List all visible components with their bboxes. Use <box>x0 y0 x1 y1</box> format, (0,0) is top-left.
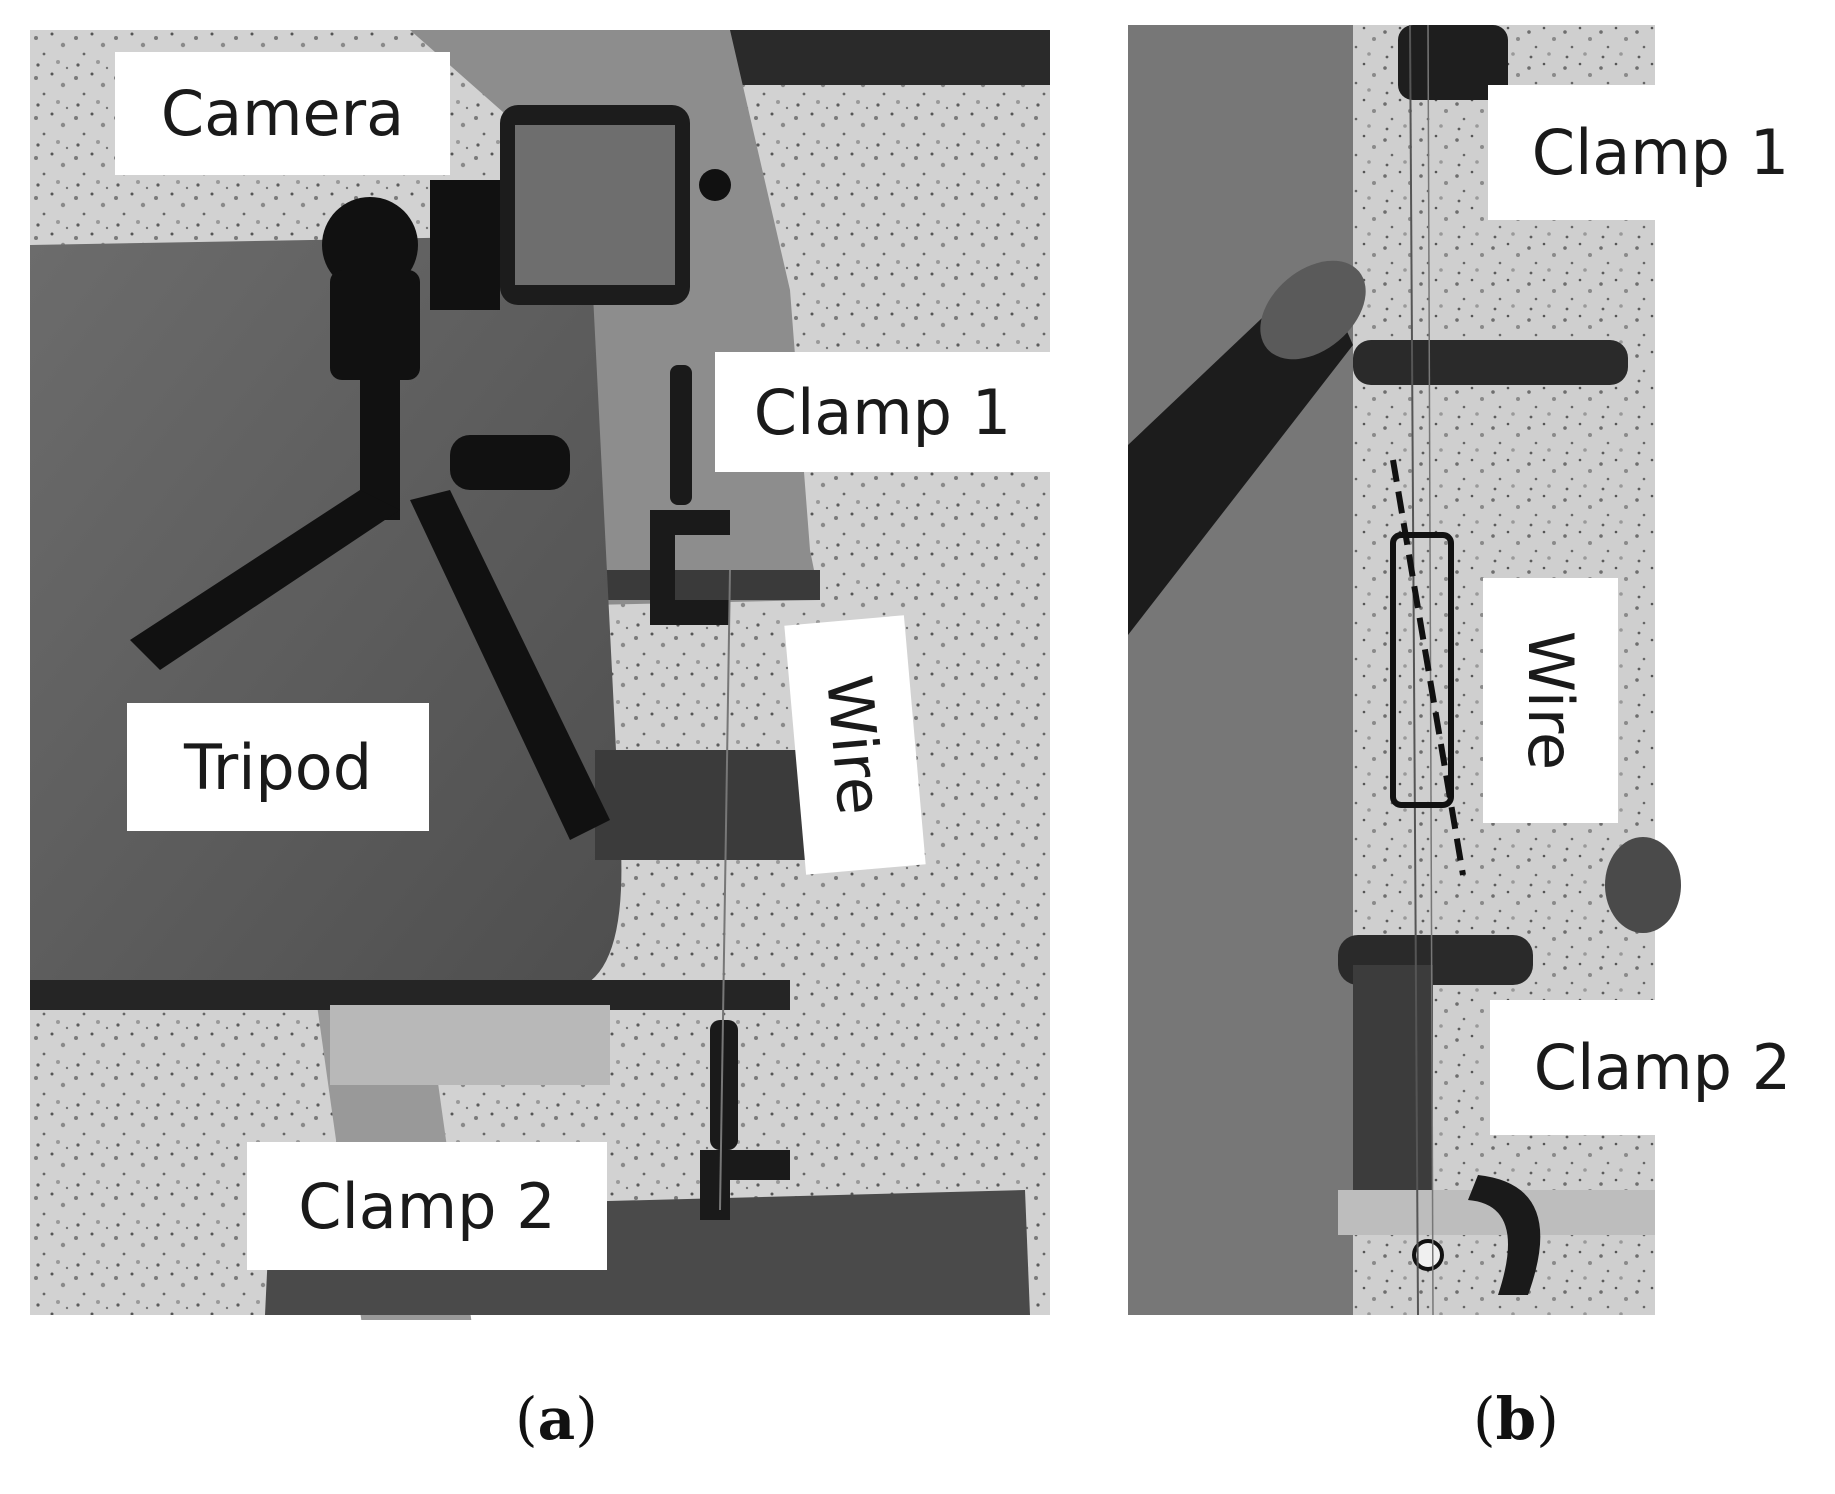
label-clamp-1: Clamp 1 <box>715 352 1050 472</box>
photo-panel-b: Clamp 1 Wire Clamp 2 <box>1128 24 1835 1316</box>
caption-a-open: ( <box>515 1385 538 1453</box>
caption-b-open: ( <box>1473 1385 1496 1453</box>
caption-b: (b) <box>1473 1385 1559 1453</box>
label-wire: Wire <box>784 615 926 875</box>
caption-a-close: ) <box>575 1385 598 1453</box>
caption-a-letter: a <box>537 1385 576 1453</box>
label-wire-b: Wire <box>1483 578 1618 823</box>
label-clamp-2-b: Clamp 2 <box>1490 1000 1835 1135</box>
caption-a: (a) <box>515 1385 598 1453</box>
caption-b-close: ) <box>1536 1385 1559 1453</box>
label-camera: Camera <box>115 52 450 175</box>
caption-b-letter: b <box>1495 1385 1537 1453</box>
label-tripod: Tripod <box>127 703 429 831</box>
label-clamp-1-b: Clamp 1 <box>1488 85 1833 220</box>
label-clamp-2: Clamp 2 <box>247 1142 607 1270</box>
photo-panel-a: Camera Clamp 1 Tripod Wire Clamp 2 <box>30 30 1050 1320</box>
